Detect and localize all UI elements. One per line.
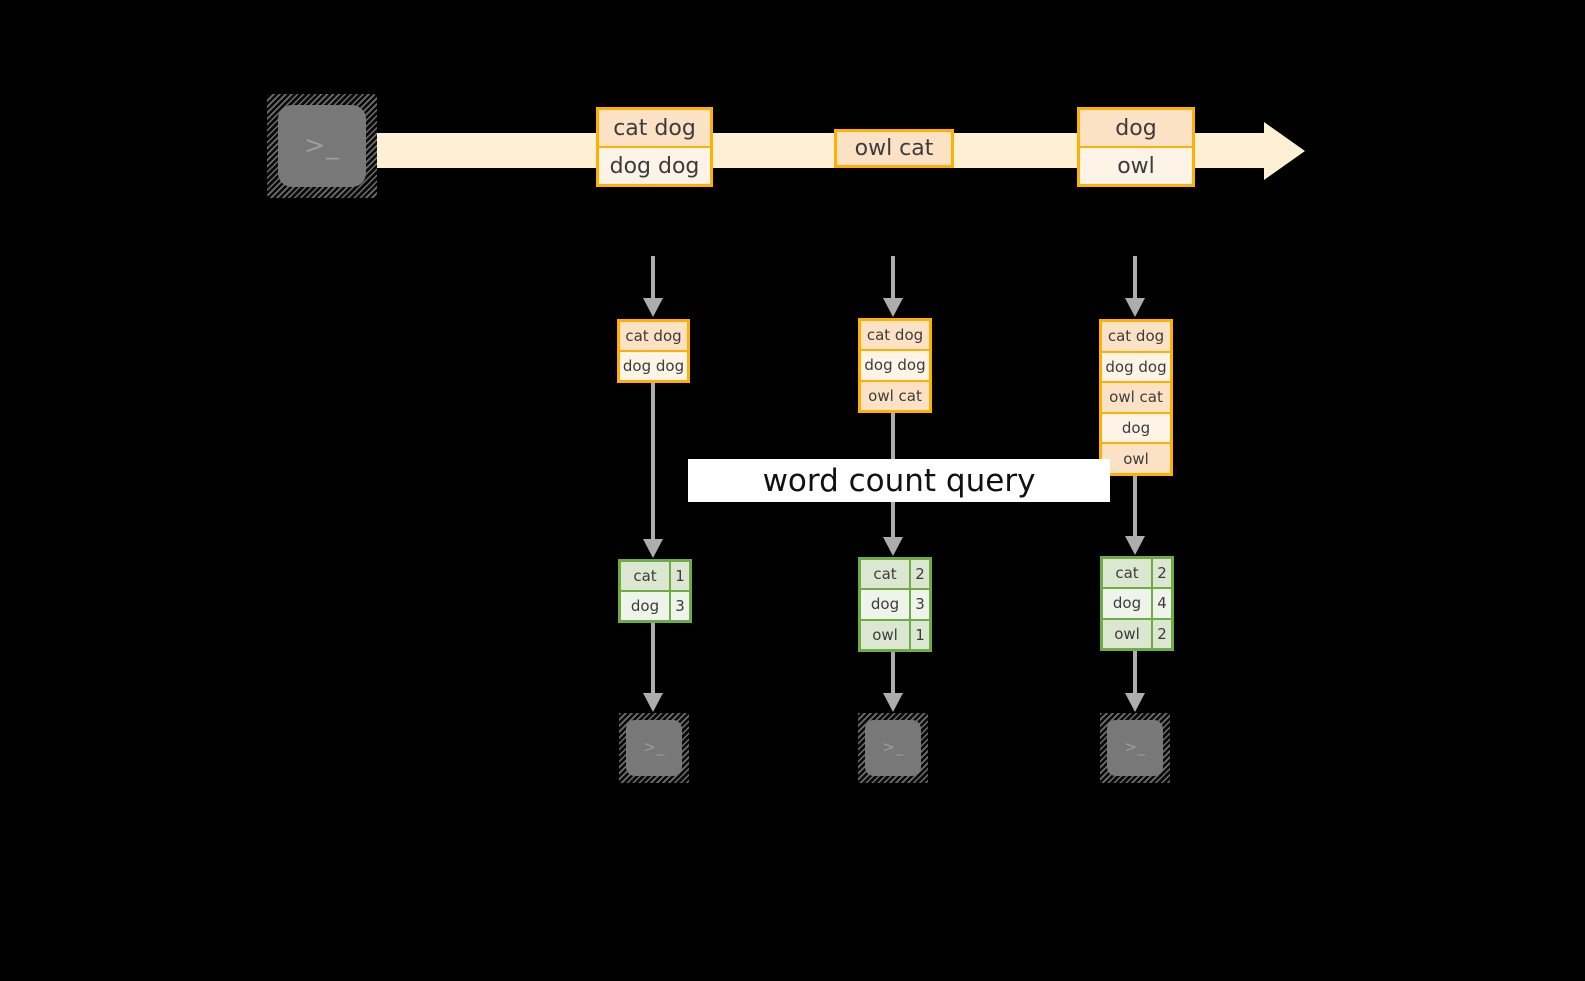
count-word: cat [621,562,669,590]
stream-record-2: owl cat [834,129,954,168]
count-value: 1 [669,562,689,590]
stream-record-line: dog [1080,110,1192,146]
count-value: 3 [669,592,689,620]
snapshot-1-sink-connector [651,623,655,695]
count-word: dog [621,592,669,620]
terminal-prompt-label: >_ [643,737,665,756]
snapshot-3-dashed-arrowhead [1125,298,1145,317]
terminal-prompt-label: >_ [1124,737,1146,756]
snapshot-2-sink-terminal-icon[interactable]: >_ [858,713,928,783]
snapshot-1-record-box: cat dog dog dog [617,319,690,383]
count-word: dog [1103,589,1151,618]
count-word: owl [861,620,909,649]
terminal-body [1107,720,1163,776]
count-word: owl [1103,619,1151,648]
count-value: 1 [909,620,929,649]
count-word: cat [1103,559,1151,588]
terminal-body [278,105,366,187]
count-row: dog 3 [621,590,689,620]
stream-record-line: owl [1080,146,1192,184]
count-value: 3 [909,590,929,619]
snapshot-line: cat dog [1102,322,1170,351]
terminal-prompt-label: >_ [304,130,340,159]
count-row: cat 2 [861,560,929,589]
snapshot-1-sink-terminal-icon[interactable]: >_ [619,713,689,783]
count-row: dog 4 [1103,587,1171,618]
snapshot-line: dog dog [1102,350,1170,382]
snapshot-line: owl cat [1102,381,1170,412]
query-label: word count query [688,459,1110,502]
snapshot-1-sink-arrowhead [643,693,663,712]
count-row: cat 2 [1103,559,1171,588]
snapshot-line: dog dog [620,350,687,380]
terminal-body [626,720,682,776]
input-stream-arrowhead [1264,122,1305,180]
snapshot-3-record-box: cat dog dog dog owl cat dog owl [1099,319,1173,476]
terminal-prompt-label: >_ [882,737,904,756]
stream-record-1: cat dog dog dog [596,107,713,187]
count-value: 2 [1151,559,1171,588]
snapshot-2-record-box: cat dog dog dog owl cat [858,318,932,413]
count-row: dog 3 [861,588,929,619]
snapshot-3-dashed-connector [1133,256,1137,300]
count-value: 2 [1151,619,1171,648]
snapshot-line: owl [1102,442,1170,473]
snapshot-3-query-arrowhead [1125,536,1145,555]
count-word: cat [861,560,909,589]
count-word: dog [861,590,909,619]
count-row: cat 1 [621,562,689,590]
snapshot-2-count-table: cat 2 dog 3 owl 1 [858,557,932,652]
snapshot-1-count-table: cat 1 dog 3 [618,559,692,623]
count-row: owl 2 [1103,617,1171,648]
snapshot-line: dog dog [861,349,929,380]
snapshot-3-count-table: cat 2 dog 4 owl 2 [1100,556,1174,651]
count-value: 4 [1151,589,1171,618]
snapshot-line: cat dog [620,322,687,350]
terminal-body [865,720,921,776]
count-row: owl 1 [861,618,929,649]
snapshot-1-dashed-connector [651,256,655,300]
snapshot-line: cat dog [861,321,929,350]
snapshot-3-sink-terminal-icon[interactable]: >_ [1100,713,1170,783]
snapshot-2-sink-arrowhead [883,693,903,712]
snapshot-3-sink-arrowhead [1125,693,1145,712]
query-label-text: word count query [762,462,1036,499]
snapshot-2-dashed-connector [891,256,895,300]
stream-record-3: dog owl [1077,107,1195,187]
snapshot-2-dashed-arrowhead [883,298,903,317]
stream-record-line: owl cat [837,132,951,165]
snapshot-3-sink-connector [1133,651,1137,695]
stream-record-line: dog dog [599,146,710,184]
snapshot-1-dashed-arrowhead [643,298,663,317]
stream-record-line: cat dog [599,110,710,146]
snapshot-3-query-connector [1133,476,1137,538]
snapshot-line: owl cat [861,379,929,410]
snapshot-2-query-arrowhead [883,537,903,556]
snapshot-1-query-arrowhead [643,539,663,558]
count-value: 2 [909,560,929,589]
snapshot-1-query-connector [651,383,655,541]
source-terminal-icon[interactable]: >_ [267,94,377,198]
snapshot-line: dog [1102,411,1170,443]
snapshot-2-sink-connector [891,652,895,695]
